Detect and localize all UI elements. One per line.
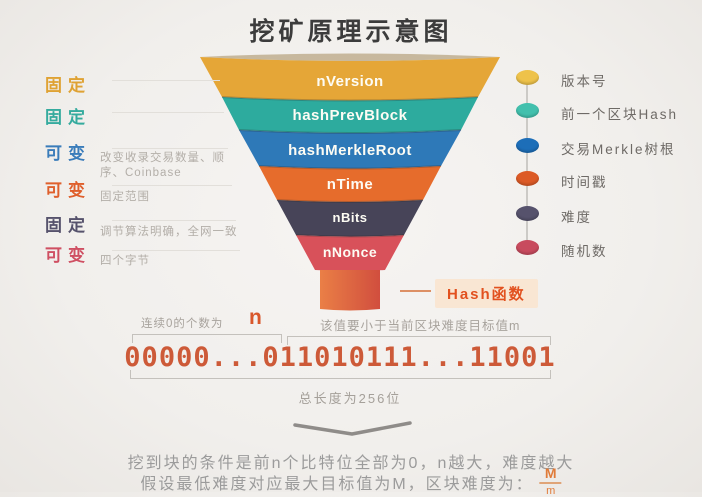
left-leader-line (112, 112, 224, 113)
binary-hash-value: 00000...011010111...11001 (124, 342, 556, 373)
left-leader-line (112, 185, 232, 186)
legend-dot-timestamp (516, 171, 539, 186)
fraction-bar (539, 482, 562, 484)
legend-dot-difficulty (516, 206, 539, 221)
legend-dot-nonce (516, 240, 539, 255)
legend-dot-merkle (516, 138, 539, 153)
underbrace-icon (293, 421, 412, 436)
difficulty-fraction: M m (539, 465, 562, 497)
left-note-ntime: 固定范围 (100, 191, 150, 203)
left-label-hashmerkleroot: 可变 (45, 144, 91, 163)
left-note-nbits: 调节算法明确，全网一致 (100, 226, 238, 238)
funnel-label-nbits: nBits (333, 210, 368, 225)
footer-difficulty-prefix: 假设最低难度对应最大目标值为M，区块难度为： (140, 475, 534, 493)
footer-difficulty-text: 假设最低难度对应最大目标值为M，区块难度为： M m (140, 465, 562, 497)
funnel-band-hashprevblock (222, 97, 478, 133)
fraction-numerator: M (544, 465, 557, 481)
hash-function-callout: Hash函数 (435, 279, 538, 308)
left-label-ntime: 可变 (45, 181, 91, 200)
callout-line (400, 290, 431, 292)
left-label-nversion: 固定 (45, 76, 91, 95)
left-leader-line (112, 148, 228, 149)
funnel-band-ntime (259, 166, 441, 202)
caption-zero-count: 连续0的个数为 (141, 318, 224, 330)
legend-dot-version (516, 70, 539, 85)
funnel-band-nversion (200, 57, 500, 101)
legend-label-nonce: 随机数 (561, 244, 608, 259)
legend-connector-line (526, 77, 528, 247)
funnel-label-hashprevblock: hashPrevBlock (293, 107, 408, 124)
funnel-label-nversion: nVersion (316, 73, 383, 90)
funnel-band-hashmerkleroot (239, 130, 461, 169)
left-label-hashprevblock: 固定 (45, 108, 91, 127)
funnel-label-nnonce: nNonce (323, 244, 377, 260)
funnel-diagram: nVersion hashPrevBlock hashMerkleRoot nT… (200, 53, 500, 311)
length-note: 总长度为256位 (298, 391, 402, 406)
left-label-nbits: 固定 (45, 216, 91, 235)
funnel-label-hashmerkleroot: hashMerkleRoot (288, 142, 412, 159)
left-note-nnonce: 四个字节 (100, 255, 150, 267)
funnel-band-nbits (277, 200, 423, 237)
fraction-denominator: m (546, 485, 556, 497)
funnel-top-rim (200, 53, 500, 61)
funnel-band-separators (221, 96, 479, 238)
left-note-merkle: 改变收录交易数量、顺序、Coinbase (100, 152, 225, 179)
funnel-stem (320, 270, 380, 311)
caption-target-value: 该值要小于当前区块难度目标值m (320, 319, 521, 333)
left-label-nnonce: 可变 (45, 246, 91, 265)
bracket-rest-group (287, 336, 551, 345)
page-title: 挖矿原理示意图 (249, 18, 453, 46)
funnel-label-ntime: nTime (327, 176, 373, 193)
left-leader-line (112, 80, 220, 81)
left-leader-line (112, 220, 236, 221)
caption-n-variable: n (249, 306, 262, 329)
bracket-zeros-group (132, 334, 282, 343)
legend-label-merkle: 交易Merkle树根 (561, 142, 676, 157)
legend-label-difficulty: 难度 (561, 210, 592, 225)
left-leader-line (112, 250, 240, 251)
legend-label-prevhash: 前一个区块Hash (561, 107, 679, 122)
funnel-band-nnonce (296, 235, 404, 271)
legend-dot-prevhash (516, 103, 539, 118)
legend-label-version: 版本号 (561, 74, 608, 89)
bracket-total-length (130, 370, 551, 379)
legend-label-timestamp: 时间戳 (561, 175, 608, 190)
footer-condition-text: 挖到块的条件是前n个比特位全部为0，n越大，难度越大 (127, 455, 575, 472)
